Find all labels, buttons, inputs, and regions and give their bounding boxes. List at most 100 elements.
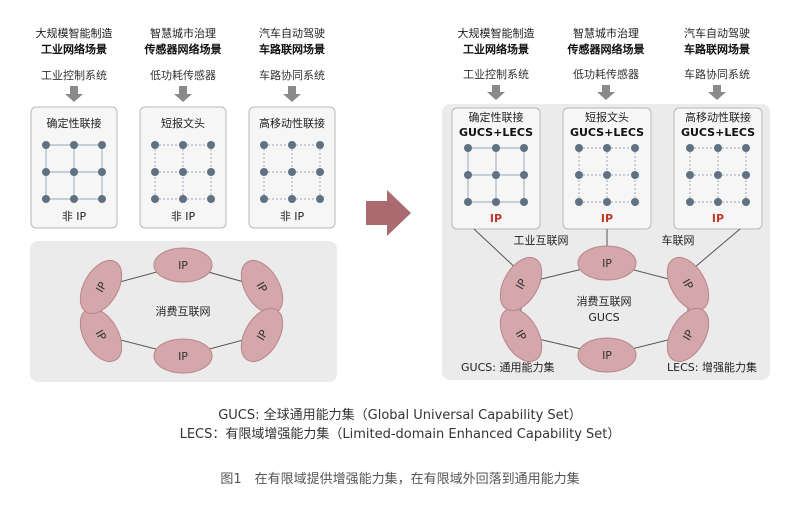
network-node — [207, 141, 215, 149]
ip-node: IP — [666, 307, 710, 363]
left-box-2-footer: 非 IP — [171, 210, 196, 223]
network-node — [464, 198, 472, 206]
network-node — [603, 171, 611, 179]
ip-node-label: IP — [178, 259, 188, 272]
left-box-1-title: 确定性联接 — [47, 116, 102, 130]
network-node — [631, 144, 639, 152]
right-cloud-center-sub: GUCS — [588, 311, 619, 324]
ip-node-label: IP — [602, 349, 612, 362]
right-link-label-vehicle: 车联网 — [662, 233, 695, 247]
network-node — [70, 195, 78, 203]
left-box-2 — [139, 106, 227, 229]
network-node — [742, 144, 750, 152]
left-scenario-3-subtitle: 车路联网场景 — [259, 42, 325, 56]
network-node — [42, 195, 50, 203]
ip-node: IP — [240, 259, 284, 315]
network-node — [260, 195, 268, 203]
down-arrow-icon — [487, 85, 505, 100]
right-box-3-title: 高移动性联接 — [685, 110, 751, 124]
ip-node-label: IP — [178, 350, 188, 363]
right-box-1-node-grid — [464, 144, 528, 206]
left-box-3-title: 高移动性联接 — [259, 116, 325, 130]
network-node — [631, 171, 639, 179]
left-down-arrows — [65, 86, 301, 102]
network-node — [492, 144, 500, 152]
network-node — [492, 171, 500, 179]
left-box-3-footer: 非 IP — [280, 210, 305, 223]
network-node — [98, 141, 106, 149]
down-arrow-icon — [174, 86, 192, 102]
network-node — [575, 198, 583, 206]
network-node — [98, 168, 106, 176]
network-node — [316, 168, 324, 176]
network-node — [631, 198, 639, 206]
network-node — [179, 141, 187, 149]
network-node — [714, 198, 722, 206]
left-scenario-2-subtitle: 传感器网络场景 — [144, 42, 222, 56]
ip-node: IP — [240, 307, 284, 363]
network-node — [42, 141, 50, 149]
network-node — [288, 141, 296, 149]
network-node — [42, 168, 50, 176]
ip-node: IP — [577, 337, 637, 373]
right-scenario-1-title: 大规模智能制造 — [458, 26, 535, 40]
ip-node: IP — [499, 307, 543, 363]
network-node — [492, 198, 500, 206]
right-scenario-2-system: 低功耗传感器 — [573, 68, 639, 81]
network-node — [603, 198, 611, 206]
right-box-3-footer: IP — [712, 212, 724, 225]
network-node — [464, 144, 472, 152]
network-node — [520, 171, 528, 179]
down-arrow-icon — [283, 86, 301, 102]
right-cloud-center-label: 消费互联网 — [577, 294, 632, 308]
right-box-1-sub: GUCS+LECS — [459, 126, 533, 139]
ip-node: IP — [577, 245, 637, 281]
right-box-1-footer: IP — [490, 212, 502, 225]
network-node — [714, 171, 722, 179]
left-scenario-3-title: 汽车自动驾驶 — [259, 26, 325, 40]
network-node — [714, 144, 722, 152]
network-node — [151, 141, 159, 149]
network-node — [179, 195, 187, 203]
network-node — [260, 168, 268, 176]
left-box-3-node-grid — [260, 141, 324, 203]
legend-lecs: LECS：有限域增强能力集（Limited-domain Enhanced Ca… — [179, 427, 621, 442]
right-scenario-3-title: 汽车自动驾驶 — [684, 26, 750, 40]
right-scenario-1-subtitle: 工业网络场景 — [463, 42, 529, 56]
network-node — [260, 141, 268, 149]
network-node — [575, 144, 583, 152]
ip-node: IP — [153, 247, 213, 283]
network-node — [520, 198, 528, 206]
right-box-1-title: 确定性联接 — [469, 110, 524, 124]
network-node — [70, 168, 78, 176]
network-node — [464, 171, 472, 179]
network-node — [288, 195, 296, 203]
right-box-3-node-grid — [686, 144, 750, 206]
left-box-3 — [248, 106, 336, 229]
network-node — [316, 141, 324, 149]
right-box-2-title: 短报文头 — [585, 110, 629, 124]
left-scenario-2-system: 低功耗传感器 — [150, 69, 216, 82]
network-node — [288, 168, 296, 176]
ip-node-label: IP — [602, 257, 612, 270]
left-cloud-center-label: 消费互联网 — [156, 304, 211, 318]
network-node — [520, 144, 528, 152]
left-box-2-node-grid — [151, 141, 215, 203]
transition-arrow-icon — [366, 190, 411, 236]
left-box-1-footer: 非 IP — [62, 210, 87, 223]
network-node — [603, 144, 611, 152]
right-box-3-sub: GUCS+LECS — [681, 126, 755, 139]
network-node — [686, 198, 694, 206]
down-arrow-icon — [65, 86, 83, 102]
network-node — [179, 168, 187, 176]
network-node — [742, 198, 750, 206]
network-node — [686, 144, 694, 152]
figure-caption: 图1 在有限域提供增强能力集，在有限域外回落到通用能力集 — [220, 472, 580, 487]
network-node — [70, 141, 78, 149]
right-corner-lecs-label: LECS: 增强能力集 — [667, 360, 757, 374]
left-scenario-3-system: 车路协同系统 — [259, 68, 325, 82]
right-box-2-sub: GUCS+LECS — [570, 126, 644, 139]
left-scenario-1-system: 工业控制系统 — [41, 68, 107, 82]
